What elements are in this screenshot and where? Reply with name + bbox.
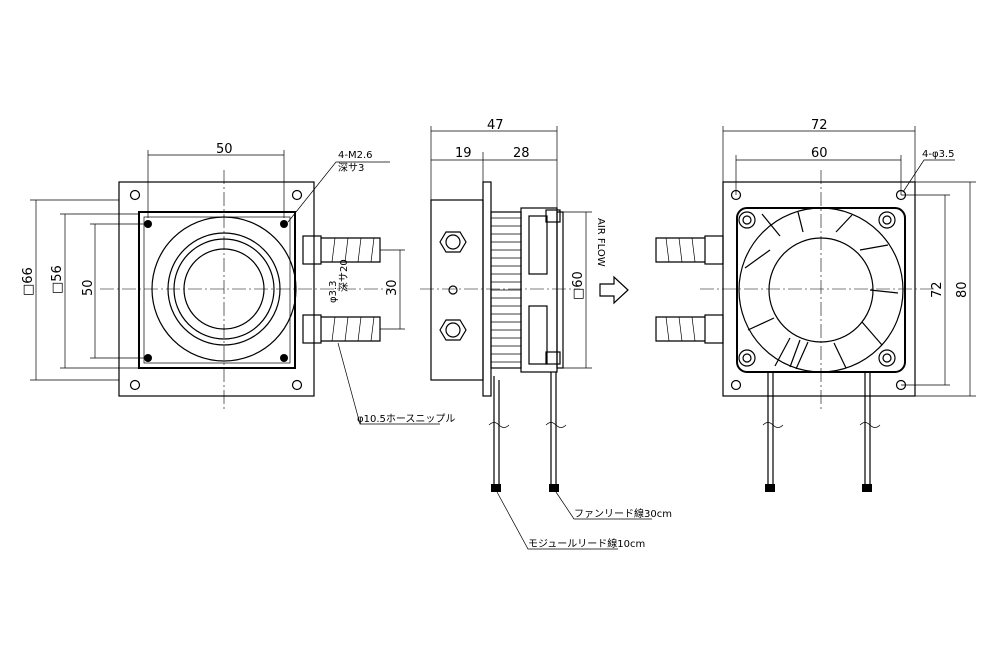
side-dim-fan: □60 (571, 271, 586, 300)
side-fan-lead (550, 372, 557, 488)
rear-dim-hole-pitch: 60 (811, 146, 828, 161)
side-label-fan-lead: ファンリード線30cm (574, 507, 672, 520)
front-mount-hole (291, 379, 303, 391)
side-fan (520, 207, 558, 373)
rear-view: 72 60 72 80 4-φ3.5 (655, 118, 976, 492)
front-mount-hole (129, 189, 141, 201)
rear-dim-outer-width: 72 (811, 118, 828, 133)
rear-dim-outer-height: 80 (955, 281, 970, 298)
front-inner-block (138, 211, 296, 369)
side-fitting-bottom (439, 319, 467, 341)
front-label-screw-depth: 深サ3 (338, 162, 364, 174)
front-dim-inner: □56 (50, 265, 65, 294)
rear-hose-nipple-top (655, 235, 724, 265)
rear-mount-hole (730, 379, 742, 391)
side-module-lead (493, 376, 500, 488)
rear-hose-nipple-bottom (655, 314, 724, 344)
side-dim-right: 28 (513, 146, 530, 161)
rear-fan-blades (744, 211, 899, 370)
front-screw-hole (280, 220, 288, 228)
side-label-module-lead: モジュールリード線10cm (528, 537, 645, 550)
side-dim-left: 19 (455, 146, 472, 161)
front-screw-hole (280, 354, 288, 362)
side-dim-total: 47 (487, 118, 504, 133)
rear-label-holes: 4-φ3.5 (922, 149, 954, 160)
front-hole-depth: 深サ20 (338, 259, 350, 292)
front-label-nipple: φ10.5ホースニップル (357, 413, 455, 425)
front-dim-port-spacing: 30 (385, 279, 400, 296)
rear-dim-hole-pitch-v: 72 (930, 281, 945, 298)
front-dim-width: 50 (216, 142, 233, 157)
front-hole-dia: φ3.3 (328, 281, 339, 304)
side-fitting-top (439, 231, 467, 253)
airflow-arrow-icon (599, 275, 629, 305)
front-dim-height: 50 (81, 279, 96, 296)
front-mount-hole (291, 189, 303, 201)
side-label-airflow: AIR FLOW (595, 218, 606, 267)
front-mount-hole (129, 379, 141, 391)
front-view: 50 □66 □56 50 30 φ3.3 深サ20 4-M2.6 深サ3 φ1… (21, 142, 455, 425)
front-dim-outer: □66 (21, 267, 36, 296)
front-label-screw: 4-M2.6 (338, 150, 373, 161)
side-view: 47 19 28 □60 AIR FLOW ファンリード線30cm モジュールリ… (420, 118, 672, 550)
